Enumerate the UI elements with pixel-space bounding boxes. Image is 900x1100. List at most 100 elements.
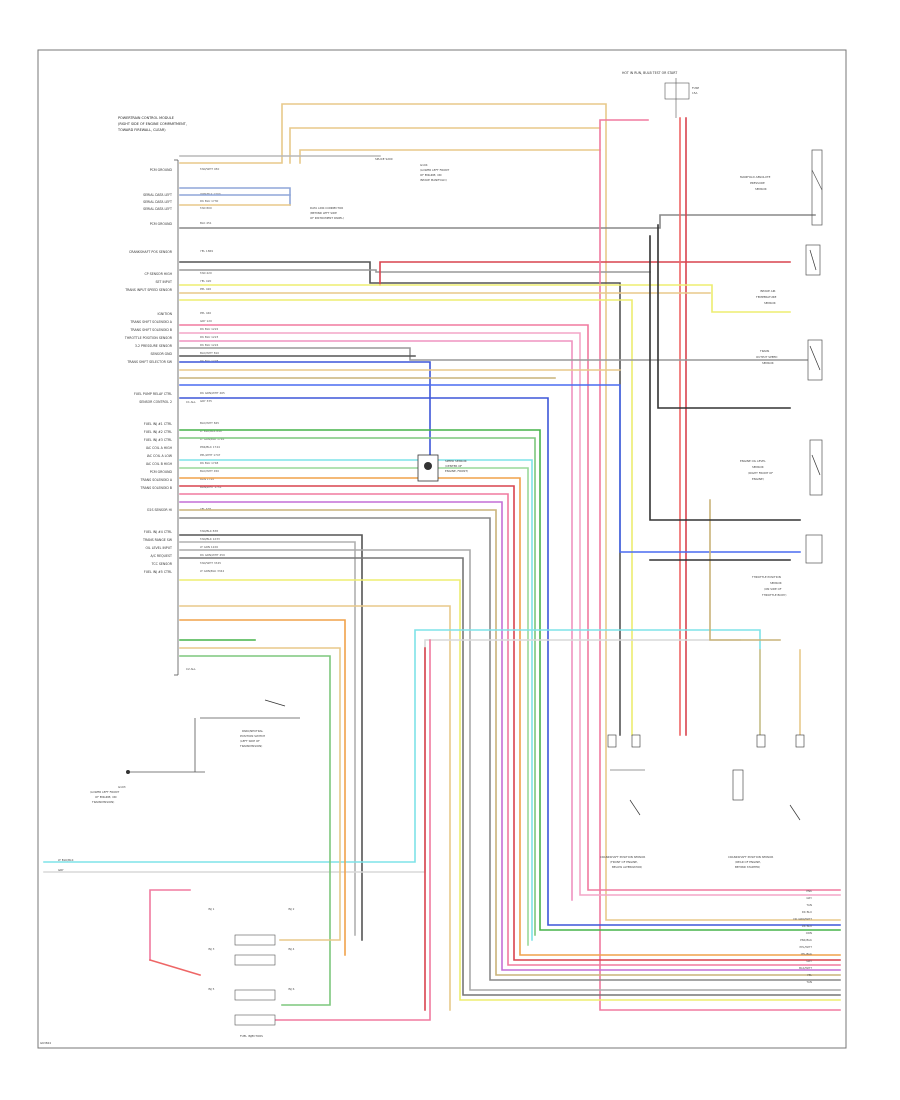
ecm-wire-code: GRY 120 (200, 319, 212, 323)
svg-text:THROTTLE BODY): THROTTLE BODY) (761, 593, 786, 597)
ign-fuse (664, 82, 690, 100)
right-terminal-label: TAN (806, 980, 813, 984)
ecm-pin-label: FUEL INJ #2 CTRL (144, 430, 172, 434)
ecm-pin-label: TRANS SHIFT SOLENOID A (129, 320, 172, 324)
right-terminal-label: TAN (806, 903, 813, 907)
ground-g103 (126, 770, 130, 774)
ecm-wire-code: ORN/BLK 1300 (200, 192, 221, 196)
dlc-label: DATA LINK CONNECTOR (310, 206, 343, 210)
ecm-pin-label: IAC COIL A HIGH (146, 446, 173, 450)
ecm-pin-label: FUEL INJ #5 CTRL (144, 570, 172, 574)
svg-text:TRANSMISSION): TRANSMISSION) (239, 744, 262, 748)
ecm-pin-label: PCM GROUND (150, 222, 173, 226)
ecm-wire-code: LT BLU/BLK 844 (200, 429, 222, 433)
ecm-pin-label: CP SENSOR HIGH (144, 272, 172, 276)
ecm-wire-code: DK BLU 1224 (200, 343, 218, 347)
ecm-pin-label: A/C REQUEST (150, 554, 172, 558)
right-terminal-label: DK BLU (802, 924, 812, 928)
ecm-pin-label: TRANS SHIFT SOLENOID B (129, 328, 172, 332)
ecm-wire-code: DK GRN/WHT 465 (200, 391, 225, 395)
ecm-pin-label: CRANKSHAFT POS SENSOR (129, 250, 173, 254)
ecm-wire-code: DK BLU 1748 (200, 461, 218, 465)
ecm-title-2: (RIGHT SIDE OF ENGINE COMPARTMENT, (118, 122, 187, 126)
ecm-wire-code: TAN/WHT 3345 (199, 561, 221, 565)
connector-c1-label: C1 ALL (186, 400, 196, 404)
ecm-wire-code: GRY 335 (200, 399, 212, 403)
svg-text:BEHIND STARTER): BEHIND STARTER) (735, 865, 760, 869)
svg-text:TEMPERATURE: TEMPERATURE (755, 295, 777, 299)
svg-text:(LOWER LEFT FRONT: (LOWER LEFT FRONT (420, 168, 449, 172)
diagram-frame (37, 49, 847, 1049)
ecm-wire-code: YEL 635 (200, 507, 211, 511)
throttle-position-sensor: THROTTLE POSITION SENSOR (ON SIDE OF THR… (751, 534, 823, 597)
ecm-wire-code: TAN/WHT 450 (199, 167, 219, 171)
wire-label-gry: GRY (58, 868, 64, 872)
ign-relay-title: HOT IN RUN, BULB TEST OR START (622, 71, 677, 75)
connector-c2-label: C2 ALL (186, 667, 196, 671)
crankshaft-sensor-connector (805, 244, 821, 276)
svg-text:(LOWER LEFT FRONT: (LOWER LEFT FRONT (90, 790, 119, 794)
ecm-pin-label: SENSOR CONTROL 2 (139, 400, 172, 404)
svg-text:SENSOR: SENSOR (770, 581, 782, 585)
svg-text:15A: 15A (692, 91, 698, 95)
svg-text:PARK/NEUTRAL: PARK/NEUTRAL (242, 729, 263, 733)
svg-text:SENSOR: SENSOR (764, 301, 776, 305)
ecm-wire-code: TAN/BLK 1233 (199, 537, 220, 541)
ecm-pin-label: SENSOR GND (151, 352, 173, 356)
ecm-pin-label: IAC COIL A LOW (147, 454, 173, 458)
svg-text:(REAR OF ENGINE,: (REAR OF ENGINE, (735, 860, 761, 864)
right-terminal-label: GRY (806, 896, 812, 900)
ecm-wire-code: LT GRN 1226 (200, 545, 218, 549)
ecm-pin-label: FUEL INJ #1 CTRL (144, 422, 172, 426)
iat-sensor: INTAKE AIR TEMPERATURE SENSOR (755, 289, 777, 305)
svg-text:THROTTLE POSITION: THROTTLE POSITION (751, 575, 781, 579)
ecm-pin-label: FUEL INJ #4 CTRL (144, 530, 172, 534)
ecm-wire-code: DK BLU 1222 (200, 327, 218, 331)
svg-text:PRESSURE: PRESSURE (750, 181, 765, 185)
svg-text:SENSOR: SENSOR (762, 361, 774, 365)
svg-text:SENSOR: SENSOR (755, 187, 767, 191)
svg-text:ENGINE, FRONT): ENGINE, FRONT) (445, 469, 468, 473)
ecm-wire-code: BRN 1749 (200, 477, 214, 481)
svg-text:OF ENGINE, ON: OF ENGINE, ON (95, 795, 116, 799)
svg-text:ENGINE OIL LEVEL: ENGINE OIL LEVEL (740, 459, 766, 463)
svg-text:OF ENGINE, ON: OF ENGINE, ON (420, 173, 441, 177)
ecm-pin-label: IAC COIL B HIGH (146, 462, 173, 466)
right-terminal-label: PPL/WHT (800, 945, 813, 949)
svg-text:INTAKE MANIFOLD): INTAKE MANIFOLD) (420, 178, 447, 182)
ckp-sensor-front: CRANKSHAFT POSITION SENSOR (FRONT OF ENG… (600, 734, 645, 869)
ecm-wire-code: TAN/BLK 838 (199, 529, 218, 533)
svg-text:(RIGHT FRONT OF: (RIGHT FRONT OF (748, 471, 773, 475)
splice-label: SPLICE S200 (375, 157, 393, 161)
ecm-pin-label: FUEL INJ #3 CTRL (144, 438, 172, 442)
injector-label: INJ 3 (208, 947, 215, 951)
injector-label: INJ 6 (288, 987, 295, 991)
ecm-wire-code: PPL 420 (200, 287, 211, 291)
right-terminal-label: BLK/WHT (799, 966, 812, 970)
right-terminal-label: GRY (806, 959, 812, 963)
ecm-pin-label: FUEL PUMP RELAY CTRL (134, 392, 172, 396)
ecm-title-1: POWERTRAIN CONTROL MODULE (118, 116, 174, 120)
ckp-sensor-rear: CRANKSHAFT POSITION SENSOR (REAR OF ENGI… (728, 734, 805, 869)
injector-label: INJ 4 (288, 947, 295, 951)
svg-text:(FRONT OF ENGINE,: (FRONT OF ENGINE, (610, 860, 638, 864)
ecm-pin-label: SERIAL DATA LEFT (143, 207, 172, 211)
ecm-pin-label: TCC SENSOR (151, 562, 173, 566)
svg-text:(LEFT SIDE OF: (LEFT SIDE OF (240, 739, 260, 743)
ecm-title-3: TOWARD FIREWALL, CLEAR) (117, 128, 166, 132)
ecm-wire-code: DK BLU 1223 (200, 335, 218, 339)
ecm-wire-code: DK GRN/WHT 459 (200, 553, 225, 557)
ecm-pin-label: IGNITION (157, 312, 172, 316)
ecm-pin-label: O2S SENSOR HI (147, 508, 172, 512)
ecm-pin-label: TRANS SOLENOID A (140, 478, 173, 482)
injector-label: INJ 1 (208, 907, 215, 911)
svg-text:CRANKSHAFT POSITION SENSOR: CRANKSHAFT POSITION SENSOR (600, 855, 645, 859)
svg-text:SENSOR: SENSOR (752, 465, 764, 469)
svg-text:(CENTER OF: (CENTER OF (445, 464, 462, 468)
svg-text:SPEED SENSOR: SPEED SENSOR (445, 459, 467, 463)
map-sensor: MANIFOLD ABSOLUTE PRESSURE SENSOR (740, 149, 823, 226)
